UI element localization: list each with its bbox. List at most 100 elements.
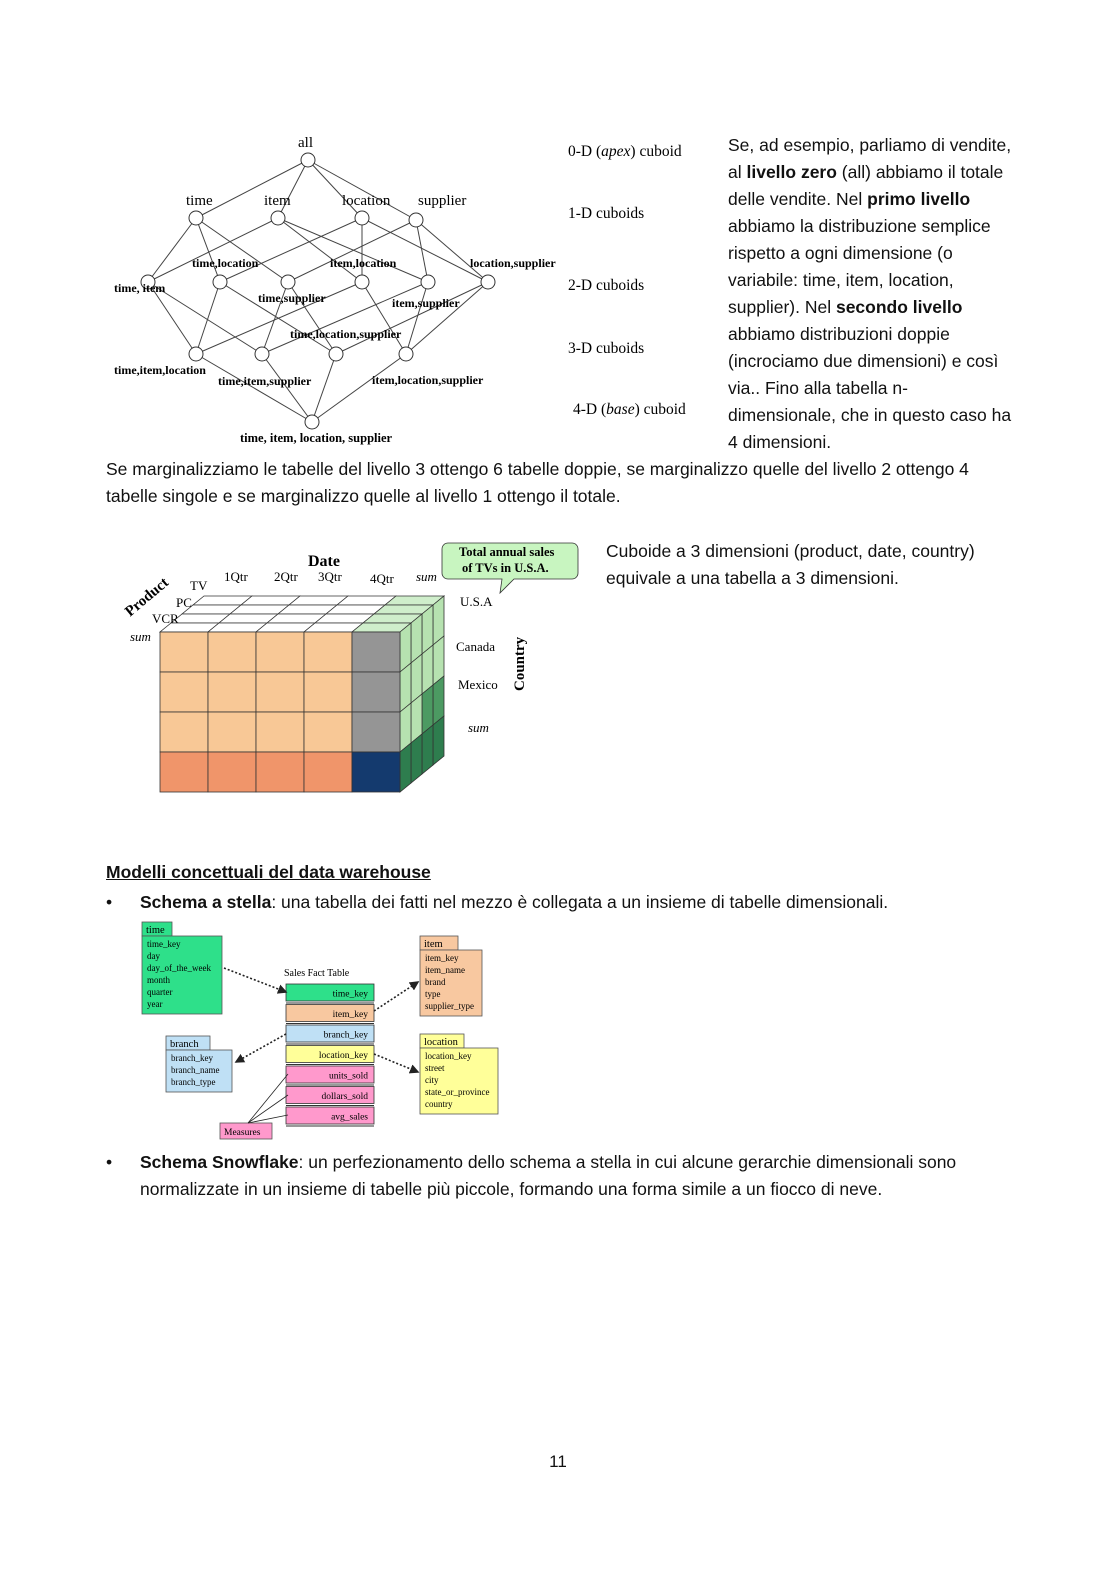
location-table-body: [419, 1047, 499, 1115]
cube-front-cell: [255, 671, 305, 713]
branch-table-field: branch_key: [171, 1053, 213, 1063]
fact-row-box: [285, 1065, 375, 1084]
item-table-field: type: [425, 989, 441, 999]
fact-field: item_key: [333, 1010, 369, 1020]
lattice-node: [140, 274, 156, 290]
product-label: VCR: [152, 611, 179, 626]
star-schema-diagram: timetime_keydayday_of_the_weekmonthquart…: [141, 921, 499, 1140]
location-table-field: city: [425, 1075, 439, 1085]
lattice-3d-label: time,item,supplier: [218, 374, 312, 388]
callout-bubble: [441, 542, 579, 595]
cube-front-cell: [255, 711, 305, 753]
fact-field: location_key: [319, 1051, 368, 1061]
item-table-field: brand: [425, 977, 446, 987]
product-label: sum: [130, 629, 151, 644]
cube-front-cell: [207, 751, 257, 793]
lattice-2d-label: item,location: [330, 256, 397, 270]
cube-front-cell: [351, 711, 401, 753]
country-label: Canada: [456, 639, 495, 654]
lattice-node: [480, 274, 496, 290]
time-table-field: day_of_the_week: [147, 963, 211, 973]
lattice-1d-label: location: [342, 193, 391, 209]
cube-front-cell: [351, 751, 401, 793]
cube-side-cell: [421, 724, 434, 775]
measures-box: [219, 1122, 273, 1140]
lattice-2d-label: time,location: [192, 256, 259, 270]
cube-side-cell: [399, 742, 412, 793]
apex-label: all: [298, 135, 313, 151]
lattice-2d-label: item,supplier: [392, 296, 460, 310]
lattice-1d-label: item: [264, 193, 291, 209]
lattice-3d-label: time,location,supplier: [290, 327, 402, 341]
cube-side-cell: [432, 715, 445, 766]
lattice-node: [328, 346, 344, 362]
lattice-node: [354, 274, 370, 290]
cube-front-cell: [303, 751, 353, 793]
cube-front-cell: [207, 711, 257, 753]
lattice-1d-label: supplier: [418, 193, 466, 209]
time-table-field: year: [147, 999, 163, 1009]
cube-front-cell: [351, 631, 401, 673]
location-table-field: state_or_province: [425, 1087, 489, 1097]
time-table-field: month: [147, 975, 171, 985]
item-table-field: item_key: [425, 953, 459, 963]
lattice-node: [398, 346, 414, 362]
page-number: 11: [549, 1452, 567, 1471]
lattice-node: [254, 346, 270, 362]
country-label: Mexico: [458, 677, 498, 692]
cube-front-cell: [351, 671, 401, 713]
bullet-marker: •: [106, 1152, 113, 1172]
item-table-field: supplier_type: [425, 1001, 474, 1011]
lattice-node: [354, 210, 370, 226]
location-table-title: location: [424, 1037, 459, 1048]
cube-side-cell: [410, 733, 423, 784]
cuboid-level-label: 0-D (apex) cuboid: [568, 143, 682, 160]
item-table-body: [419, 949, 483, 1017]
cube-front-cell: [303, 711, 353, 753]
callout-text-line: Total annual sales: [459, 545, 555, 559]
fact-row-box: [285, 1024, 375, 1043]
fact-field: avg_sales: [331, 1113, 368, 1123]
lattice-node: [280, 274, 296, 290]
bullet-marker: •: [106, 892, 113, 912]
fact-row-box: [285, 1004, 375, 1022]
cube-front-cell: [207, 631, 257, 673]
country-axis-label: Country: [512, 636, 528, 691]
cube-front-cell: [159, 711, 209, 753]
lattice-2d-label: time, item: [114, 281, 165, 295]
country-label: U.S.A: [460, 594, 493, 609]
time-table-field: quarter: [147, 987, 172, 997]
lattice-node: [270, 210, 286, 226]
cube-front-cell: [303, 631, 353, 673]
branch-table-title: branch: [170, 1039, 199, 1050]
time-table-field: day: [147, 951, 160, 961]
time-table-body: [141, 935, 223, 1015]
fact-field: units_sold: [329, 1072, 368, 1082]
lattice-node: [420, 274, 436, 290]
cuboid-level-label: 4-D (base) cuboid: [573, 401, 686, 418]
section-heading: Modelli concettuali del data warehouse: [106, 862, 431, 882]
fact-row-box: [285, 1086, 375, 1104]
callout-text-line: of TVs in U.S.A.: [462, 561, 549, 575]
cube-front-cell: [159, 631, 209, 673]
fact-field: time_key: [333, 990, 369, 1000]
quarter-label: sum: [416, 569, 437, 584]
quarter-label: 2Qtr: [274, 569, 299, 584]
lattice-node: [188, 346, 204, 362]
lattice-3d-label: time,item,location: [114, 363, 206, 377]
lattice-2d-label: location,supplier: [470, 256, 556, 270]
time-table-field: time_key: [147, 939, 181, 949]
cube-front-cell: [303, 671, 353, 713]
date-axis-label: Date: [308, 553, 340, 570]
cube-front-cell: [207, 671, 257, 713]
country-label: sum: [468, 720, 489, 735]
cuboid-level-label: 2-D cuboids: [568, 277, 644, 294]
quarter-label: 3Qtr: [318, 569, 343, 584]
lattice-node: [304, 414, 320, 430]
cube-front-cell: [255, 751, 305, 793]
branch-table-field: branch_name: [171, 1065, 219, 1075]
time-table-title: time: [146, 925, 165, 936]
branch-table-field: branch_type: [171, 1077, 215, 1087]
